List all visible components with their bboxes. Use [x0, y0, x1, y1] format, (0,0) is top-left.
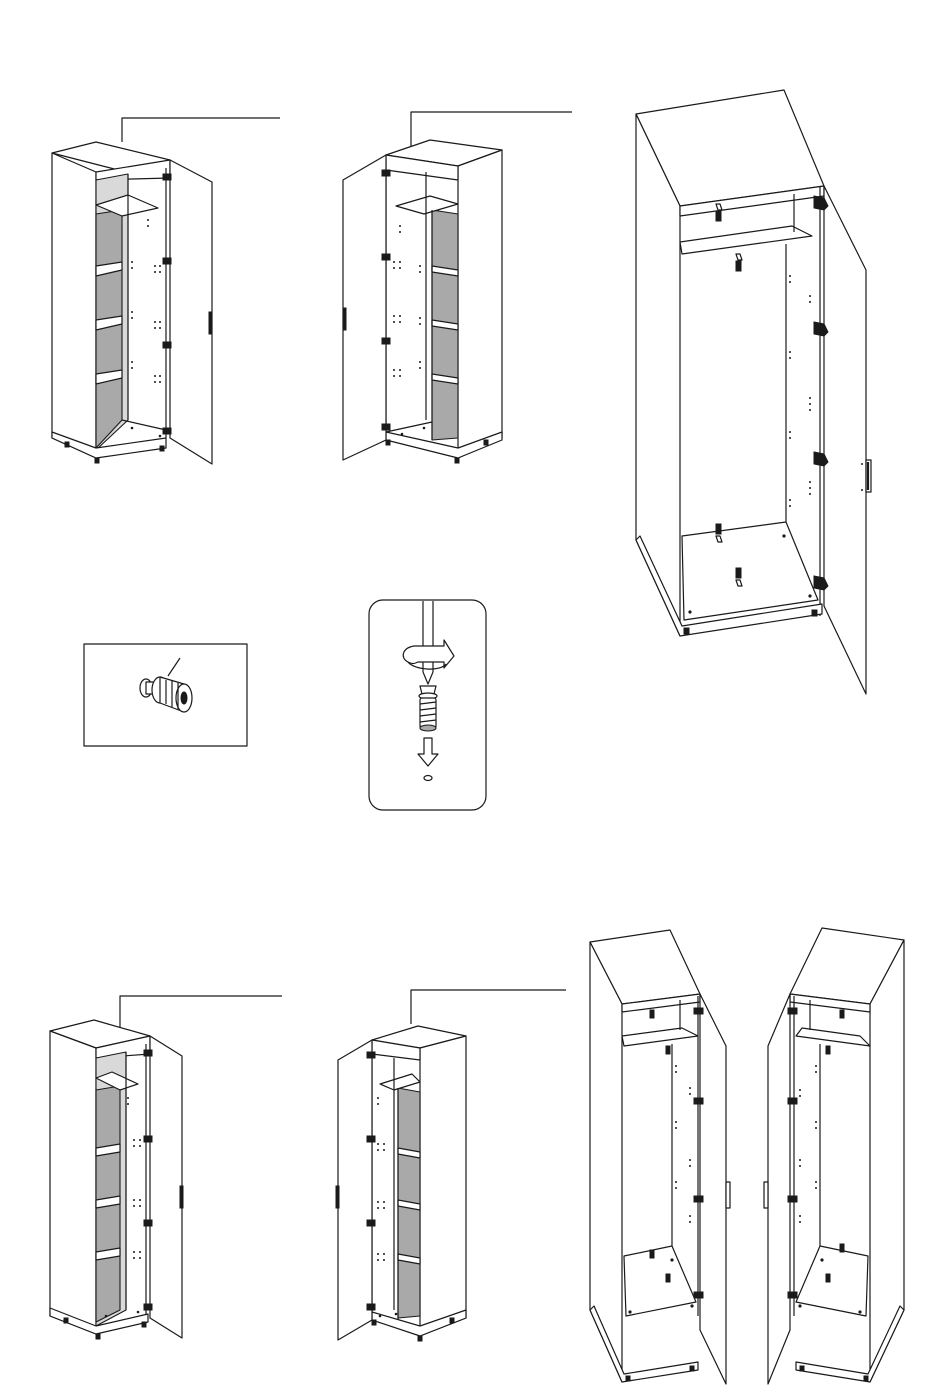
handle-icon: [866, 460, 871, 492]
leader-line: [120, 996, 282, 1028]
cabinet-right-hinge-door-open: [52, 118, 280, 464]
handle-icon: [209, 312, 212, 334]
cabinet-pair-right: [764, 928, 904, 1384]
cabinet-pair-left: [590, 930, 730, 1384]
leveling-foot-icon: [140, 677, 192, 712]
handle-icon: [726, 1182, 730, 1208]
handle-icon: [764, 1182, 768, 1208]
screwdriver-icon: [423, 601, 433, 684]
leader-line: [411, 990, 566, 1024]
hole-marker: [424, 776, 432, 781]
cam-lock-icon: [650, 1010, 670, 1282]
cabinet-right-hinge-door-open-lower: [50, 996, 282, 1339]
cam-lock-icon: [826, 1010, 844, 1282]
leveling-foot-icon: [419, 686, 437, 731]
handle-icon: [343, 308, 346, 330]
cabinet-pair-hinge-detail: [590, 928, 904, 1384]
cabinet-left-hinge-door-open-lower: [336, 990, 566, 1341]
rotate-arrow-icon: [403, 640, 454, 669]
leveling-foot-part: [84, 644, 247, 746]
leader-line: [122, 118, 280, 142]
handle-icon: [180, 1186, 183, 1208]
leveling-foot-screw-in-detail: [369, 600, 486, 810]
cabinet-hinge-detail-large: [636, 90, 871, 694]
down-arrow-icon: [418, 738, 438, 766]
cabinet-left-hinge-door-open: [343, 112, 572, 463]
handle-icon: [336, 1186, 339, 1208]
